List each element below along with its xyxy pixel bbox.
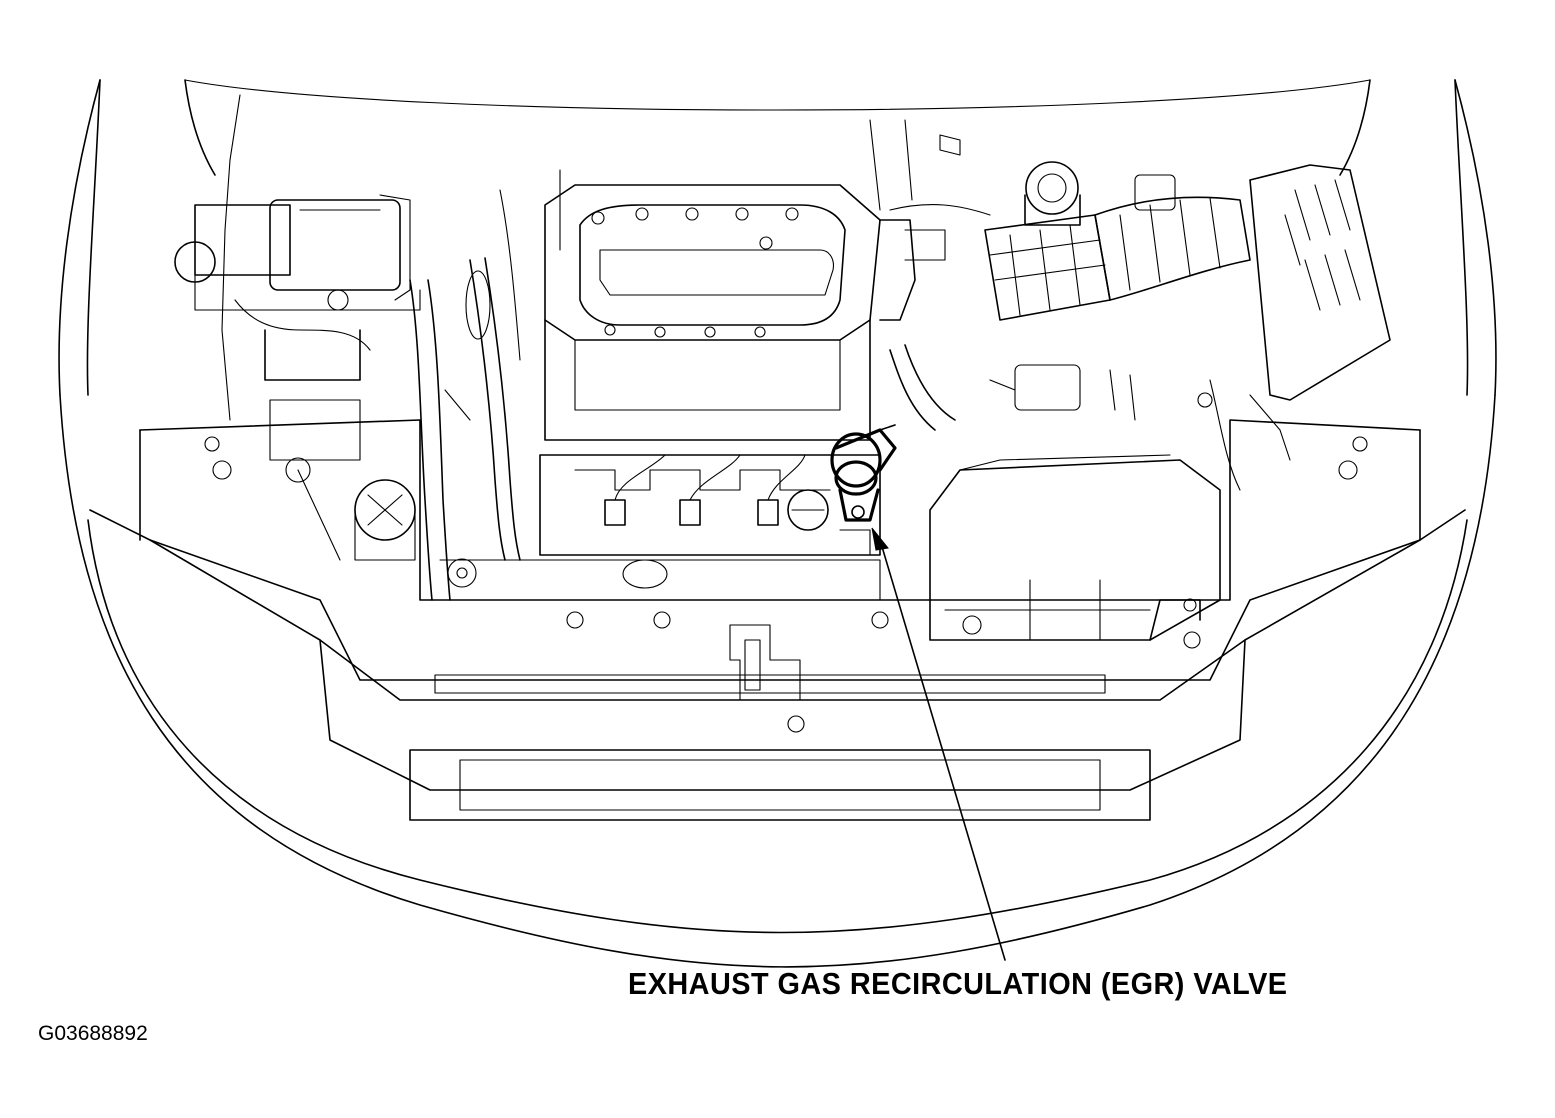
intake-manifold <box>544 184 881 441</box>
vehicle-body-outline <box>58 79 1497 968</box>
left-hoses <box>409 169 561 601</box>
air-cleaner-lower <box>929 369 1291 641</box>
air-intake <box>984 161 1391 401</box>
egr-callout-leader <box>871 527 1006 961</box>
radiator-support <box>439 558 881 701</box>
front-bumper <box>89 419 1466 821</box>
throttle-area <box>869 119 1081 431</box>
egr-valve <box>830 424 897 522</box>
figure-id: G03688892 <box>38 1022 148 1045</box>
left-components <box>174 94 421 561</box>
egr-valve-callout-label: EXHAUST GAS RECIRCULATION (EGR) VALVE <box>628 966 1288 1001</box>
rear-valve-cover <box>539 454 881 556</box>
